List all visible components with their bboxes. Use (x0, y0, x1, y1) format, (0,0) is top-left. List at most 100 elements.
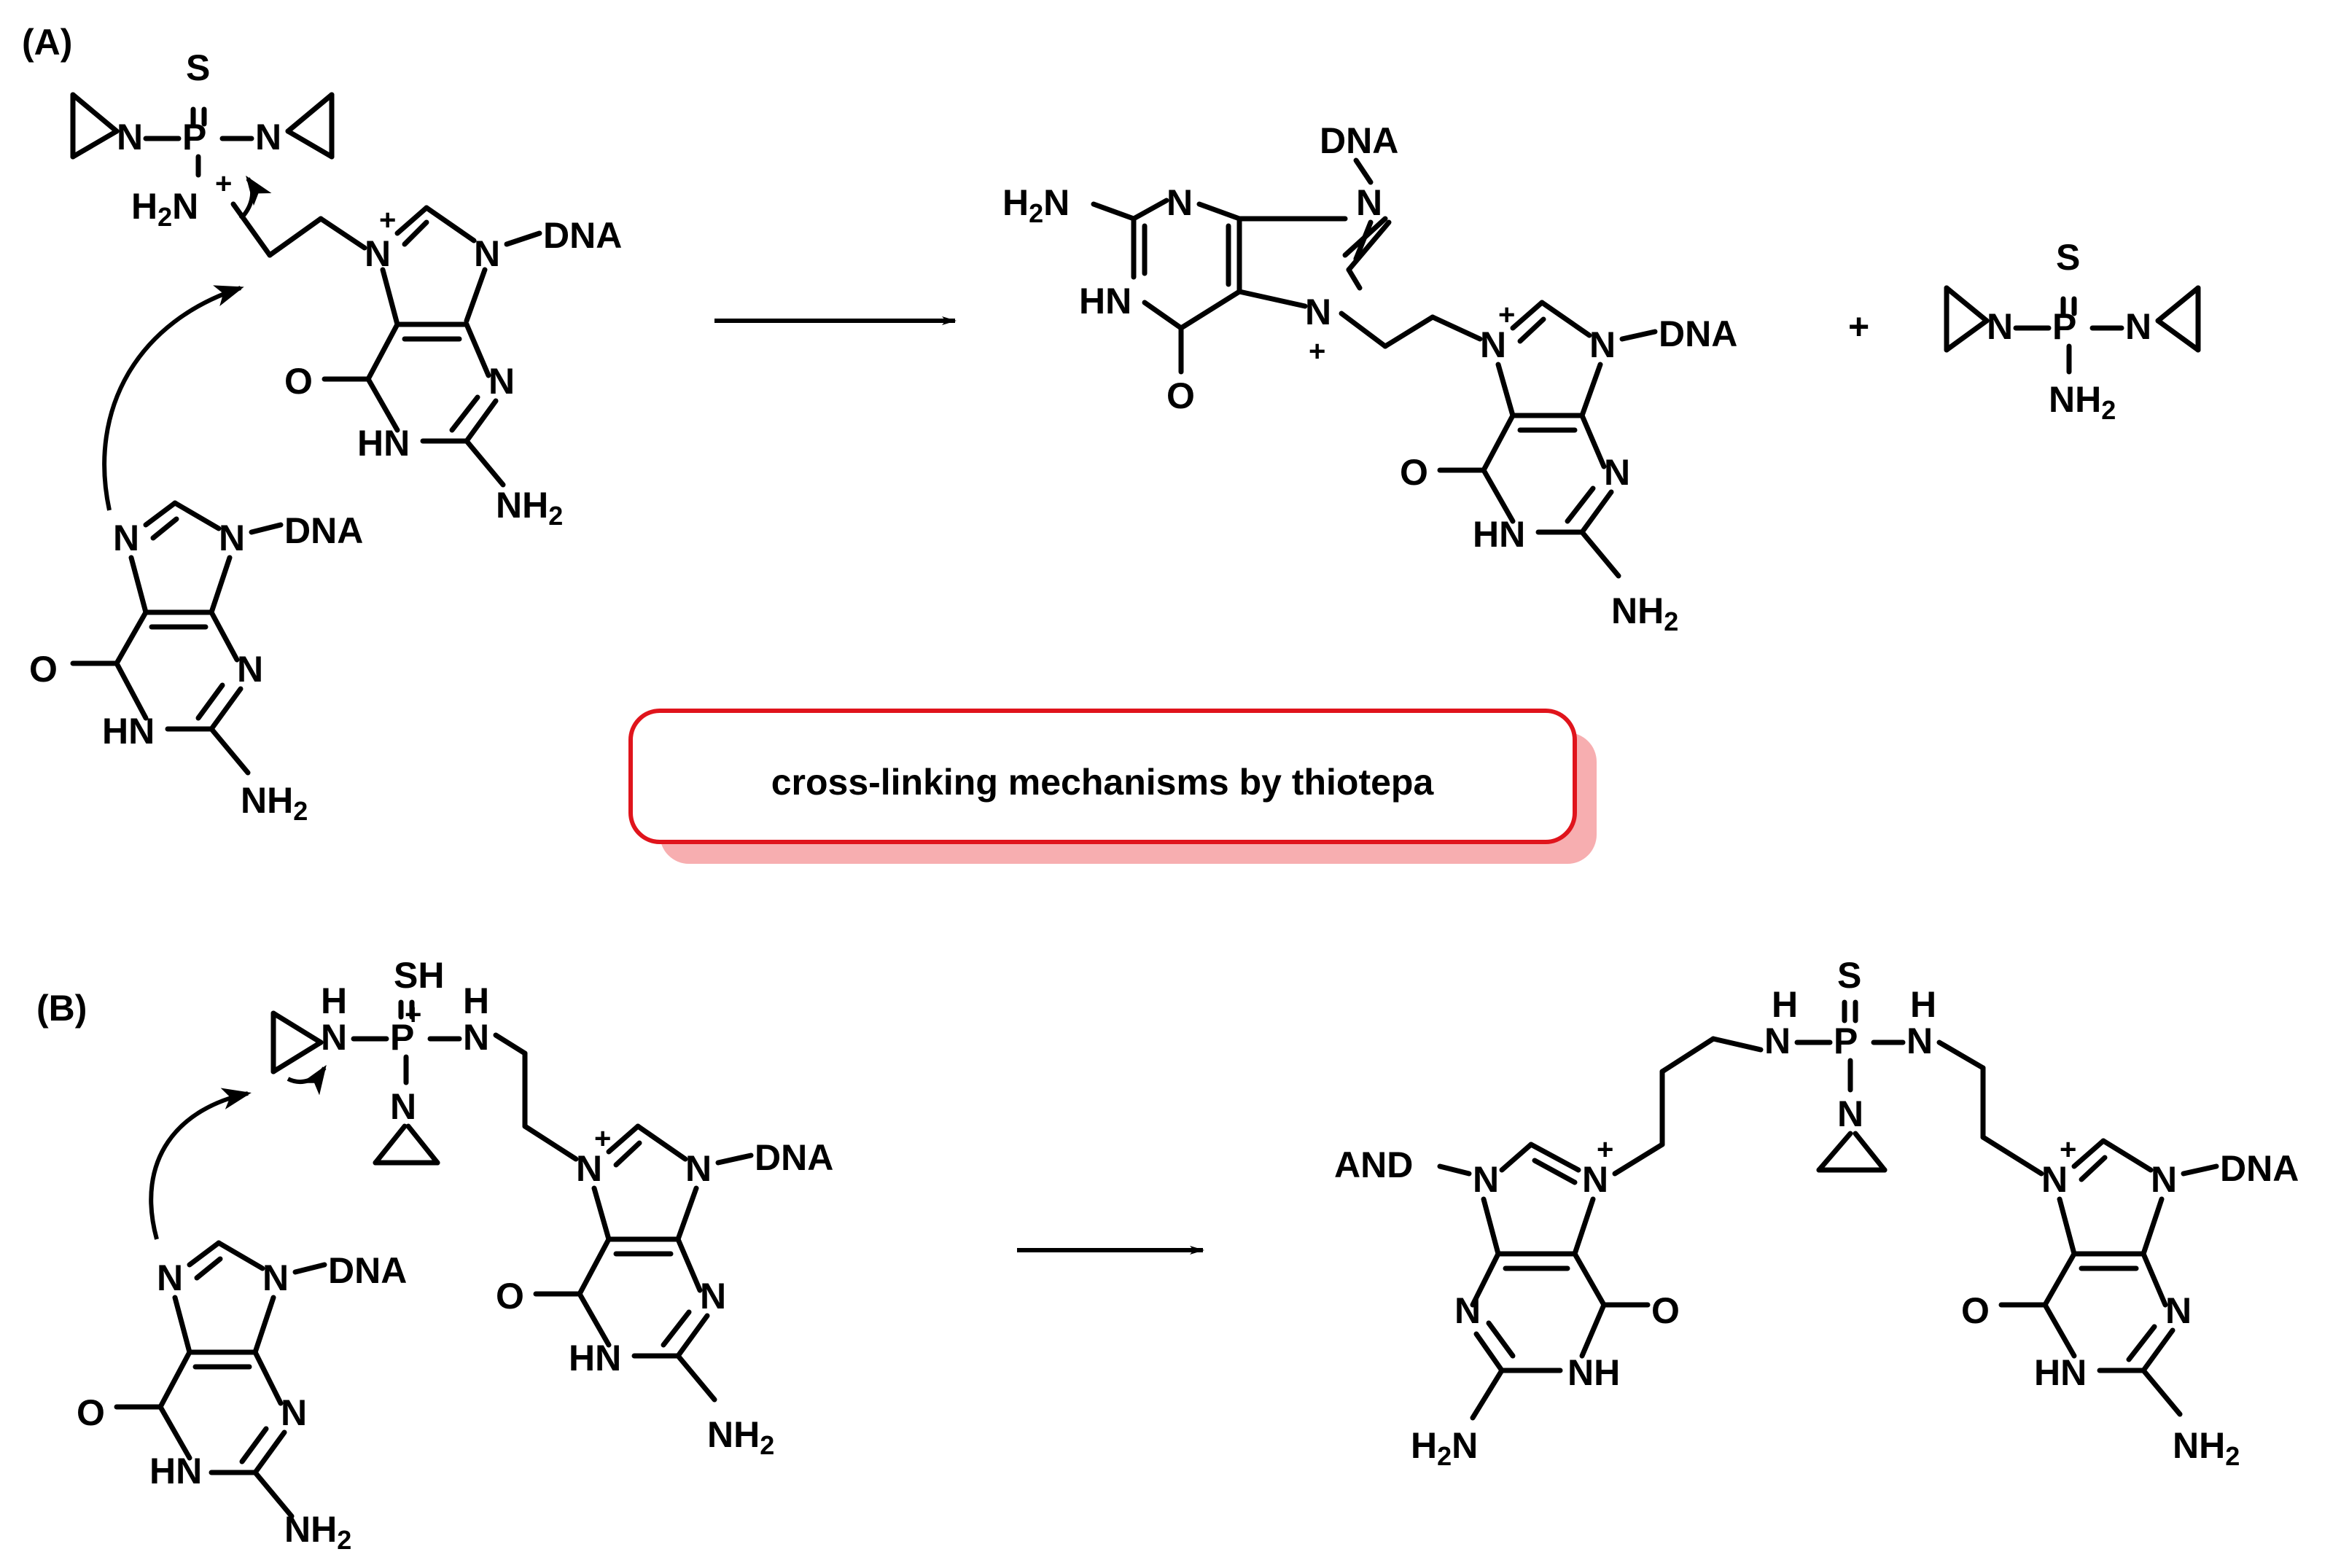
atom-N: N (1166, 182, 1193, 223)
atom-N: N (488, 361, 515, 402)
atom-O: O (1961, 1290, 1990, 1331)
atom-N7: N (1480, 324, 1506, 365)
atom-N: N (1604, 452, 1630, 493)
atom-HN: HN (2034, 1352, 2087, 1393)
charge-plus: + (215, 168, 232, 200)
atom-N: N (2125, 306, 2151, 347)
atom-N7: N (157, 1257, 183, 1298)
curved-arrow-small-b (287, 1064, 327, 1096)
atom-N: N (700, 1276, 726, 1317)
atom-N7: N (365, 233, 391, 274)
charge-plus: + (405, 999, 421, 1031)
panel-b-product-right-guanine: N + N DNA N O HN NH2 (1961, 1134, 2299, 1471)
atom-H: H (1910, 984, 1936, 1025)
atom-NH2: NH2 (496, 485, 563, 531)
label-DNA: DNA (2220, 1148, 2299, 1189)
atom-N: N (390, 1086, 416, 1127)
panel-a-product-thiotepa-amine: N P S N NH2 (1944, 237, 2201, 425)
charge-plus: + (2060, 1134, 2076, 1166)
charge-plus: + (594, 1123, 611, 1155)
panel-a-guanine-top: N + N DNA N O HN NH2 (284, 204, 622, 531)
atom-N: N (281, 1392, 307, 1433)
atom-O: O (1400, 452, 1428, 493)
label-DNA: DNA (543, 215, 622, 256)
atom-N9: N (474, 233, 500, 274)
atom-NH2: NH2 (284, 1509, 351, 1555)
caption-box: cross-linking mechanisms by thiotepa (628, 709, 1597, 864)
caption-frame (628, 709, 1577, 844)
atom-N7: N (1582, 1159, 1608, 1200)
atom-O: O (1166, 375, 1195, 416)
atom-N9: N (1589, 324, 1616, 365)
panel-a-product-guanine-left: DNA N N H2N HN O N + (1002, 120, 1483, 416)
atom-HN: HN (569, 1338, 621, 1378)
label-AND: AND (1334, 1144, 1413, 1185)
atom-N9: N (1356, 182, 1382, 223)
atom-N9: N (262, 1257, 289, 1298)
atom-N: N (1987, 306, 2013, 347)
charge-plus: + (1309, 335, 1325, 367)
caption-text: cross-linking mechanisms by thiotepa (771, 762, 1435, 803)
charge-plus: + (1597, 1134, 1613, 1166)
panel-label-b: (B) (36, 988, 87, 1029)
atom-NH2: NH2 (241, 780, 308, 826)
atom-H: H (463, 980, 489, 1021)
atom-N: N (1906, 1021, 1933, 1061)
atom-S: S (186, 47, 210, 88)
atom-NH2: NH2 (707, 1414, 774, 1460)
atom-NH: NH (1567, 1352, 1620, 1393)
atom-N: N (321, 1017, 347, 1058)
panel-a-guanine-bottom: N N DNA N O HN NH2 (29, 500, 363, 826)
atom-O: O (29, 649, 58, 690)
label-DNA: DNA (1320, 120, 1398, 161)
atom-HN: HN (1079, 281, 1131, 321)
atom-O: O (496, 1276, 524, 1317)
atom-N7: N (1305, 292, 1331, 332)
atom-O: O (1651, 1290, 1680, 1331)
atom-H: H (1772, 984, 1798, 1025)
panel-b-guanine-alkylated: N + N DNA N O HN NH2 (496, 1123, 833, 1460)
panel-b-guanine-attacking: N N DNA N O HN NH2 (77, 1240, 407, 1555)
charge-plus: + (1498, 299, 1515, 331)
curved-arrow-attack-b (149, 1088, 252, 1240)
panel-b-product-left-guanine: AND N N + N O NH H2N (1334, 1036, 1764, 1471)
atom-HN: HN (357, 423, 410, 464)
atom-NH2: NH2 (1611, 590, 1678, 636)
label-DNA: DNA (755, 1137, 833, 1178)
atom-N9: N (1473, 1159, 1499, 1200)
atom-N: N (1837, 1093, 1863, 1134)
atom-N9: N (2151, 1159, 2177, 1200)
atom-P: P (390, 1017, 414, 1058)
atom-N9: N (685, 1148, 712, 1189)
atom-S: S (2056, 237, 2080, 278)
atom-P: P (1834, 1021, 1858, 1061)
atom-HN: HN (149, 1451, 202, 1491)
label-DNA: DNA (1659, 313, 1737, 354)
panel-b-product-linker: H N P S H N N (1764, 955, 2044, 1177)
plus-sign: + (1848, 306, 1869, 347)
atom-N: N (255, 117, 281, 157)
curved-arrow-attack-a (102, 285, 244, 511)
atom-N: N (237, 649, 263, 690)
atom-O: O (284, 361, 313, 402)
atom-SH: SH (394, 955, 444, 996)
atom-N9: N (219, 518, 245, 558)
atom-H2N: H2N (131, 186, 198, 232)
atom-NH2: NH2 (2173, 1425, 2240, 1471)
label-DNA: DNA (284, 510, 363, 551)
atom-H2N: H2N (1002, 182, 1070, 228)
atom-N: N (117, 117, 143, 157)
atom-H: H (321, 980, 347, 1021)
charge-plus: + (379, 204, 396, 236)
label-DNA: DNA (328, 1250, 407, 1291)
atom-S: S (1837, 955, 1861, 996)
atom-N: N (1454, 1290, 1481, 1331)
atom-N7: N (576, 1148, 602, 1189)
atom-N7: N (2041, 1159, 2068, 1200)
atom-O: O (77, 1392, 105, 1433)
panel-b-reactant-thiotepa: H N P SH + H N N (270, 955, 579, 1166)
panel-a-reactant-phosphoramide: N P S N H2N + (70, 47, 367, 258)
atom-HN: HN (102, 711, 155, 752)
atom-N: N (1764, 1021, 1791, 1061)
